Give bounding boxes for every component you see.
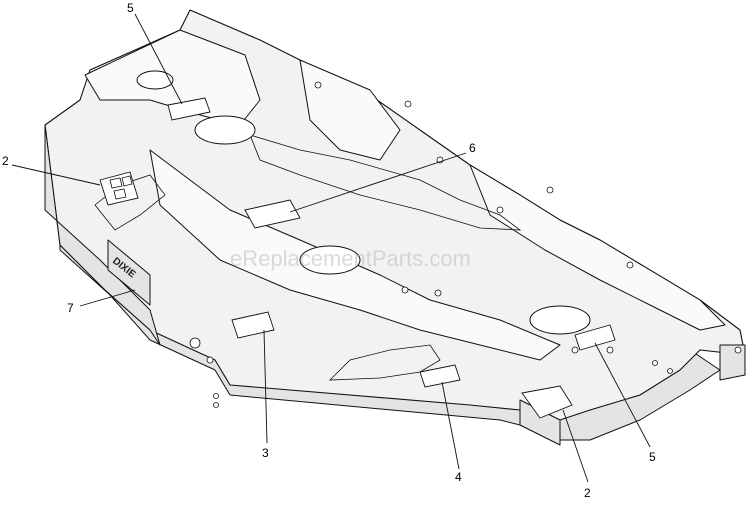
center-spindle-hole — [299, 245, 361, 275]
left-spindle-hole — [194, 115, 256, 145]
decal-5-right — [574, 324, 616, 351]
callout-7: 7 — [67, 301, 74, 315]
callouts: 5 2 6 7 3 4 5 2 — [2, 1, 656, 500]
spindle-holes — [136, 70, 591, 335]
decal-5-top — [167, 97, 211, 121]
decal-2-bottom — [521, 385, 573, 419]
callout-6: 6 — [469, 141, 476, 155]
decal-3 — [231, 311, 275, 339]
callout-2-left: 2 — [2, 154, 9, 168]
decal-4 — [419, 364, 461, 388]
right-spindle-hole — [529, 305, 591, 335]
callout-4: 4 — [455, 470, 462, 484]
watermark: eReplacementParts.com — [230, 246, 471, 271]
callout-5-top: 5 — [127, 1, 134, 15]
callout-5-right: 5 — [649, 450, 656, 464]
bolt-holes — [189, 81, 742, 408]
callout-2-bottom: 2 — [584, 486, 591, 500]
decal-6 — [244, 199, 301, 229]
decal-2-left — [99, 171, 139, 206]
callout-3: 3 — [262, 446, 269, 460]
leader-lines — [11, 13, 651, 483]
decals — [99, 97, 616, 419]
